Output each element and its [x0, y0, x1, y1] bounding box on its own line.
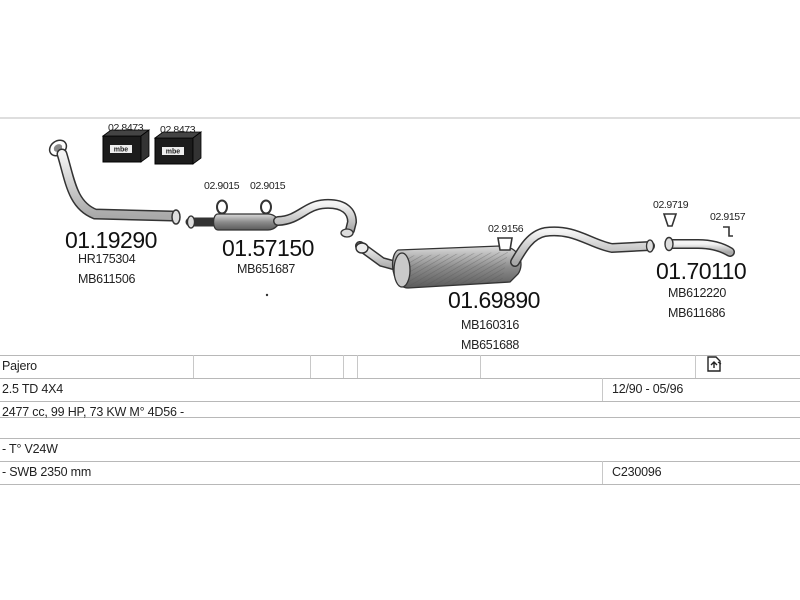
row-divider [0, 484, 800, 485]
part-ref-front-pipe-1: HR175304 [78, 252, 136, 266]
part-number-front-pipe: 01.19290 [65, 227, 157, 253]
tail-pipe[interactable] [510, 226, 735, 267]
accessory-label-clamp-b: 02.9015 [250, 180, 286, 192]
main-muffler[interactable] [355, 241, 522, 289]
svg-text:mbe: mbe [114, 147, 129, 154]
vehicle-specs: 2477 cc, 99 HP, 73 KW M° 4D56 - [2, 405, 184, 419]
accessory-box-b[interactable]: mbe [153, 131, 203, 165]
part-number-center-pipe: 01.57150 [222, 235, 314, 261]
clamp-b[interactable] [260, 199, 272, 215]
column-divider [480, 355, 481, 378]
part-number-muffler: 01.69890 [448, 287, 540, 313]
column-divider [343, 355, 344, 378]
accessory-label-clamp-a: 02.9015 [204, 180, 240, 192]
accessory-box-a[interactable]: mbe [101, 129, 151, 163]
part-ref-muffler-2: MB651688 [461, 338, 519, 352]
column-divider [602, 378, 603, 401]
center-pipe-section[interactable] [185, 198, 358, 238]
vehicle-catalog-code: C230096 [612, 465, 662, 479]
clamp-a[interactable] [216, 199, 228, 215]
row-divider [0, 378, 800, 379]
accessory-label-hanger-a: 02.9719 [653, 199, 689, 211]
column-divider [357, 355, 358, 378]
hanger-b[interactable] [723, 226, 733, 237]
accessory-label-box-b: 02.8473 [160, 124, 196, 136]
front-pipe[interactable] [47, 137, 181, 225]
part-ref-front-pipe-2: MB611506 [78, 272, 135, 286]
column-divider [310, 355, 311, 378]
accessory-label-hanger-b: 02.9157 [710, 211, 746, 223]
column-divider [695, 355, 696, 378]
part-ref-tail-pipe-2: MB611686 [668, 306, 725, 320]
row-divider [0, 461, 800, 462]
accessory-label-gasket: 02.9156 [488, 223, 524, 235]
hanger-a[interactable] [662, 213, 678, 227]
part-number-tail-pipe: 01.70110 [656, 258, 746, 284]
vehicle-date-range: 12/90 - 05/96 [612, 382, 684, 396]
part-ref-center-pipe-1: MB651687 [237, 262, 295, 276]
row-divider [0, 355, 800, 356]
row-divider [0, 401, 800, 402]
row-divider [0, 417, 800, 418]
vehicle-engine: 2.5 TD 4X4 [2, 382, 64, 396]
column-divider [602, 461, 603, 484]
vehicle-model: Pajero [2, 359, 37, 373]
dot-marker [265, 293, 269, 297]
part-ref-tail-pipe-1: MB612220 [668, 286, 726, 300]
part-ref-muffler-1: MB160316 [461, 318, 519, 332]
svg-text:mbe: mbe [166, 149, 181, 156]
vehicle-type-code: - T° V24W [2, 442, 58, 456]
column-divider [193, 355, 194, 378]
vehicle-wheelbase: - SWB 2350 mm [2, 465, 92, 479]
row-divider [0, 438, 800, 439]
document-icon[interactable] [706, 356, 722, 372]
accessory-label-box-a: 02.8473 [108, 122, 144, 134]
muffler-gasket[interactable] [497, 237, 513, 251]
